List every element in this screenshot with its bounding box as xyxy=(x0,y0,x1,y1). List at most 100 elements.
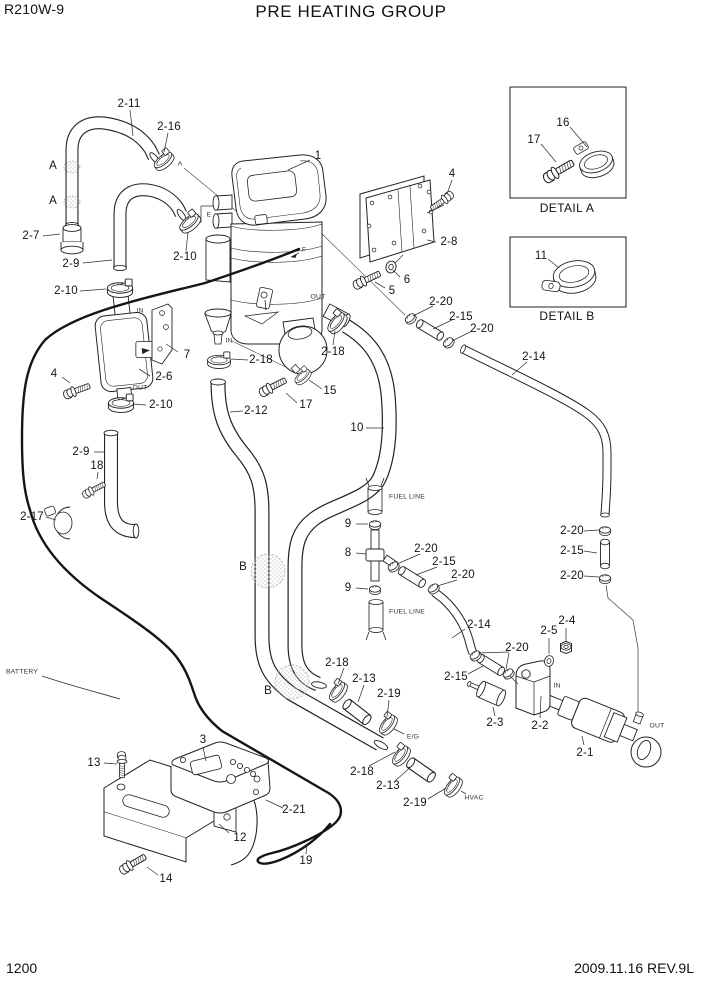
part-label-2-20: 2-20 xyxy=(429,296,453,308)
part-label-2-14: 2-14 xyxy=(522,351,546,363)
part-label-2-7: 2-7 xyxy=(22,230,40,242)
part-label-2-15: 2-15 xyxy=(444,671,468,683)
part-label-a: A xyxy=(49,195,57,207)
part-label-2-12: 2-12 xyxy=(244,405,268,417)
detail-b-box xyxy=(509,236,627,308)
part-label-out: OUT xyxy=(310,293,326,301)
part-label-12: 12 xyxy=(233,832,247,844)
detail-a-caption: DETAIL A xyxy=(539,201,595,215)
part-label-out: OUT xyxy=(649,722,665,730)
part-label-11: 11 xyxy=(534,250,548,262)
part-label-3: 3 xyxy=(199,734,207,746)
part-label-18: 18 xyxy=(90,460,104,472)
part-label-2-20: 2-20 xyxy=(505,642,529,654)
part-label-2-13: 2-13 xyxy=(376,780,400,792)
part-label-19: 19 xyxy=(299,855,313,867)
part-label-10: 10 xyxy=(350,422,364,434)
marker-circle-b2 xyxy=(274,664,310,700)
part-label-b: B xyxy=(264,685,272,697)
part-label-8: 8 xyxy=(344,547,352,559)
part-label-6: 6 xyxy=(403,274,411,286)
part-label-2-21: 2-21 xyxy=(282,804,306,816)
part-label-2-18: 2-18 xyxy=(249,354,273,366)
part-label-2-3: 2-3 xyxy=(486,717,504,729)
part-label-17: 17 xyxy=(299,399,313,411)
part-label-2-20: 2-20 xyxy=(414,543,438,555)
part-label-5: 5 xyxy=(388,285,396,297)
part-label-16: 16 xyxy=(556,117,570,129)
part-label-13: 13 xyxy=(87,757,101,769)
marker-ring-a2 xyxy=(63,195,81,209)
part-label-2-10: 2-10 xyxy=(54,285,78,297)
part-label-15: 15 xyxy=(323,385,337,397)
fuel-pump-assembly xyxy=(467,640,662,768)
marker-circle-b1 xyxy=(250,553,286,589)
part-label-2-17: 2-17 xyxy=(20,511,44,523)
part-label-2-9: 2-9 xyxy=(72,446,90,458)
f-arrow xyxy=(291,253,297,258)
part-label-9: 9 xyxy=(344,518,352,530)
part-label-9: 9 xyxy=(344,582,352,594)
harness-wire-2-21 xyxy=(230,794,258,866)
part-label-out: OUT xyxy=(132,384,148,392)
part-label-2-18: 2-18 xyxy=(325,657,349,669)
heater-unit xyxy=(204,154,351,375)
part-label-f: F xyxy=(301,246,307,254)
part-label-2-16: 2-16 xyxy=(157,121,181,133)
part-label-2-15: 2-15 xyxy=(449,311,473,323)
part-label-battery: BATTERY xyxy=(5,668,39,676)
battery-cable xyxy=(20,247,343,865)
part-label-2-15: 2-15 xyxy=(432,556,456,568)
part-label-hvac: HVAC xyxy=(464,794,484,802)
model-code: R210W-9 xyxy=(4,1,65,17)
leader-lines xyxy=(42,109,600,876)
part-label-2-6: 2-6 xyxy=(155,371,173,383)
hoses xyxy=(63,116,612,751)
part-label-fuel-line: FUEL LINE xyxy=(389,493,425,501)
controller-unit-3 xyxy=(170,741,271,814)
part-label-7: 7 xyxy=(183,349,191,361)
part-label-2-15: 2-15 xyxy=(560,545,584,557)
battery-leader xyxy=(41,675,121,700)
part-label-2-20: 2-20 xyxy=(470,323,494,335)
part-label-4: 4 xyxy=(448,168,456,180)
part-label-2-19: 2-19 xyxy=(403,797,427,809)
detail-a-box xyxy=(509,86,627,199)
part-label-b: B xyxy=(239,561,247,573)
part-label-2-18: 2-18 xyxy=(350,766,374,778)
part-label-e-g: E/G xyxy=(406,733,420,741)
part-label-2-13: 2-13 xyxy=(352,673,376,685)
part-label-2-11: 2-11 xyxy=(117,98,141,110)
part-label-2-20: 2-20 xyxy=(560,570,584,582)
part-label-e: E xyxy=(206,211,212,219)
page-number: 1200 xyxy=(6,960,38,976)
part-label-17: 17 xyxy=(527,134,541,146)
part-label-1: 1 xyxy=(314,150,322,162)
page-title: PRE HEATING GROUP xyxy=(255,2,447,21)
revision-date: 2009.11.16 REV.9L xyxy=(574,960,694,976)
clamps-and-fasteners xyxy=(44,146,611,877)
clamp-2-17 xyxy=(44,505,73,540)
part-label-in: IN xyxy=(553,682,561,690)
part-label-2-4: 2-4 xyxy=(558,615,576,627)
part-label-2-14: 2-14 xyxy=(467,619,491,631)
part-label-in: IN xyxy=(136,307,144,315)
damper-2-3 xyxy=(467,680,506,707)
part-label-in: IN xyxy=(225,337,233,345)
part-label-2-20: 2-20 xyxy=(451,569,475,581)
marker-ring-a1 xyxy=(63,160,81,174)
part-label-2-20: 2-20 xyxy=(560,525,584,537)
part-label-4: 4 xyxy=(50,368,58,380)
part-label-a: A xyxy=(49,160,57,172)
part-label-2-18: 2-18 xyxy=(321,346,345,358)
part-label-2-9: 2-9 xyxy=(62,258,80,270)
part-label-2-1: 2-1 xyxy=(576,747,594,759)
part-label-a: A xyxy=(177,160,183,168)
mounting-plate xyxy=(359,175,435,263)
cap-2-7 xyxy=(60,224,84,255)
muffler-bracket xyxy=(151,303,173,365)
part-label-2-19: 2-19 xyxy=(377,688,401,700)
